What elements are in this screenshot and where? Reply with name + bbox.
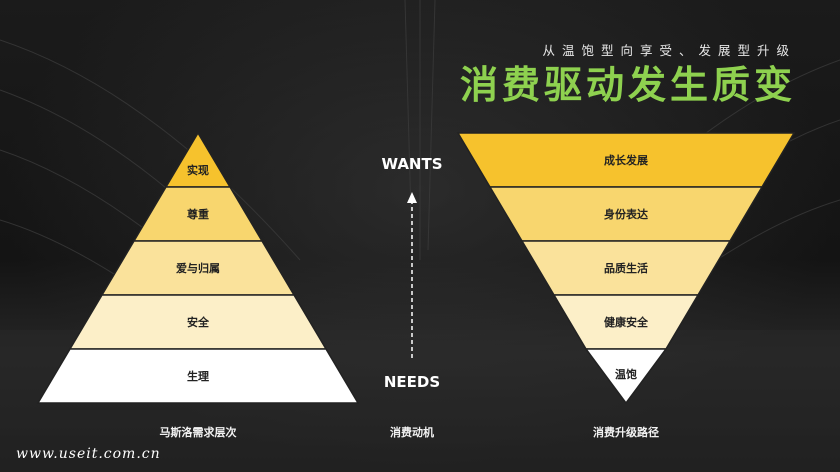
wants-label: WANTS [381, 155, 442, 173]
maslow-level-label: 生理 [187, 369, 209, 383]
upgrade-level-label: 身份表达 [604, 207, 648, 221]
maslow-level-label: 尊重 [187, 207, 209, 221]
maslow-level-label: 安全 [187, 315, 210, 329]
maslow-tier-1 [164, 131, 232, 188]
maslow-level-label: 爱与归属 [176, 261, 220, 275]
upgrade-level-label: 品质生活 [604, 261, 648, 275]
upgrade-level-label: 温饱 [615, 367, 637, 381]
maslow-level-label: 实现 [187, 163, 209, 177]
upgrade-level-label: 成长发展 [604, 153, 649, 167]
maslow-pyramid: 实现 尊重 爱与归属 安全 生理 马斯洛需求层次 [36, 131, 360, 439]
upgrade-tier-5 [584, 348, 668, 405]
maslow-tier-5 [36, 348, 360, 404]
upgrade-level-label: 健康安全 [604, 315, 649, 329]
upgrade-inverted-pyramid: 成长发展 身份表达 品质生活 健康安全 温饱 消费升级路径 [456, 132, 796, 439]
upgrade-caption: 消费升级路径 [593, 425, 659, 439]
watermark: www.useit.com.cn [16, 446, 161, 462]
maslow-caption: 马斯洛需求层次 [160, 425, 237, 439]
arrow-up-icon [407, 192, 417, 203]
page-title: 消费驱动发生质变 [459, 63, 796, 107]
needs-label: NEEDS [384, 373, 440, 391]
motivation-caption: 消费动机 [390, 425, 434, 439]
subtitle: 从温饱型向享受、发展型升级 [542, 43, 796, 58]
motivation-axis: WANTS NEEDS 消费动机 [381, 155, 442, 439]
